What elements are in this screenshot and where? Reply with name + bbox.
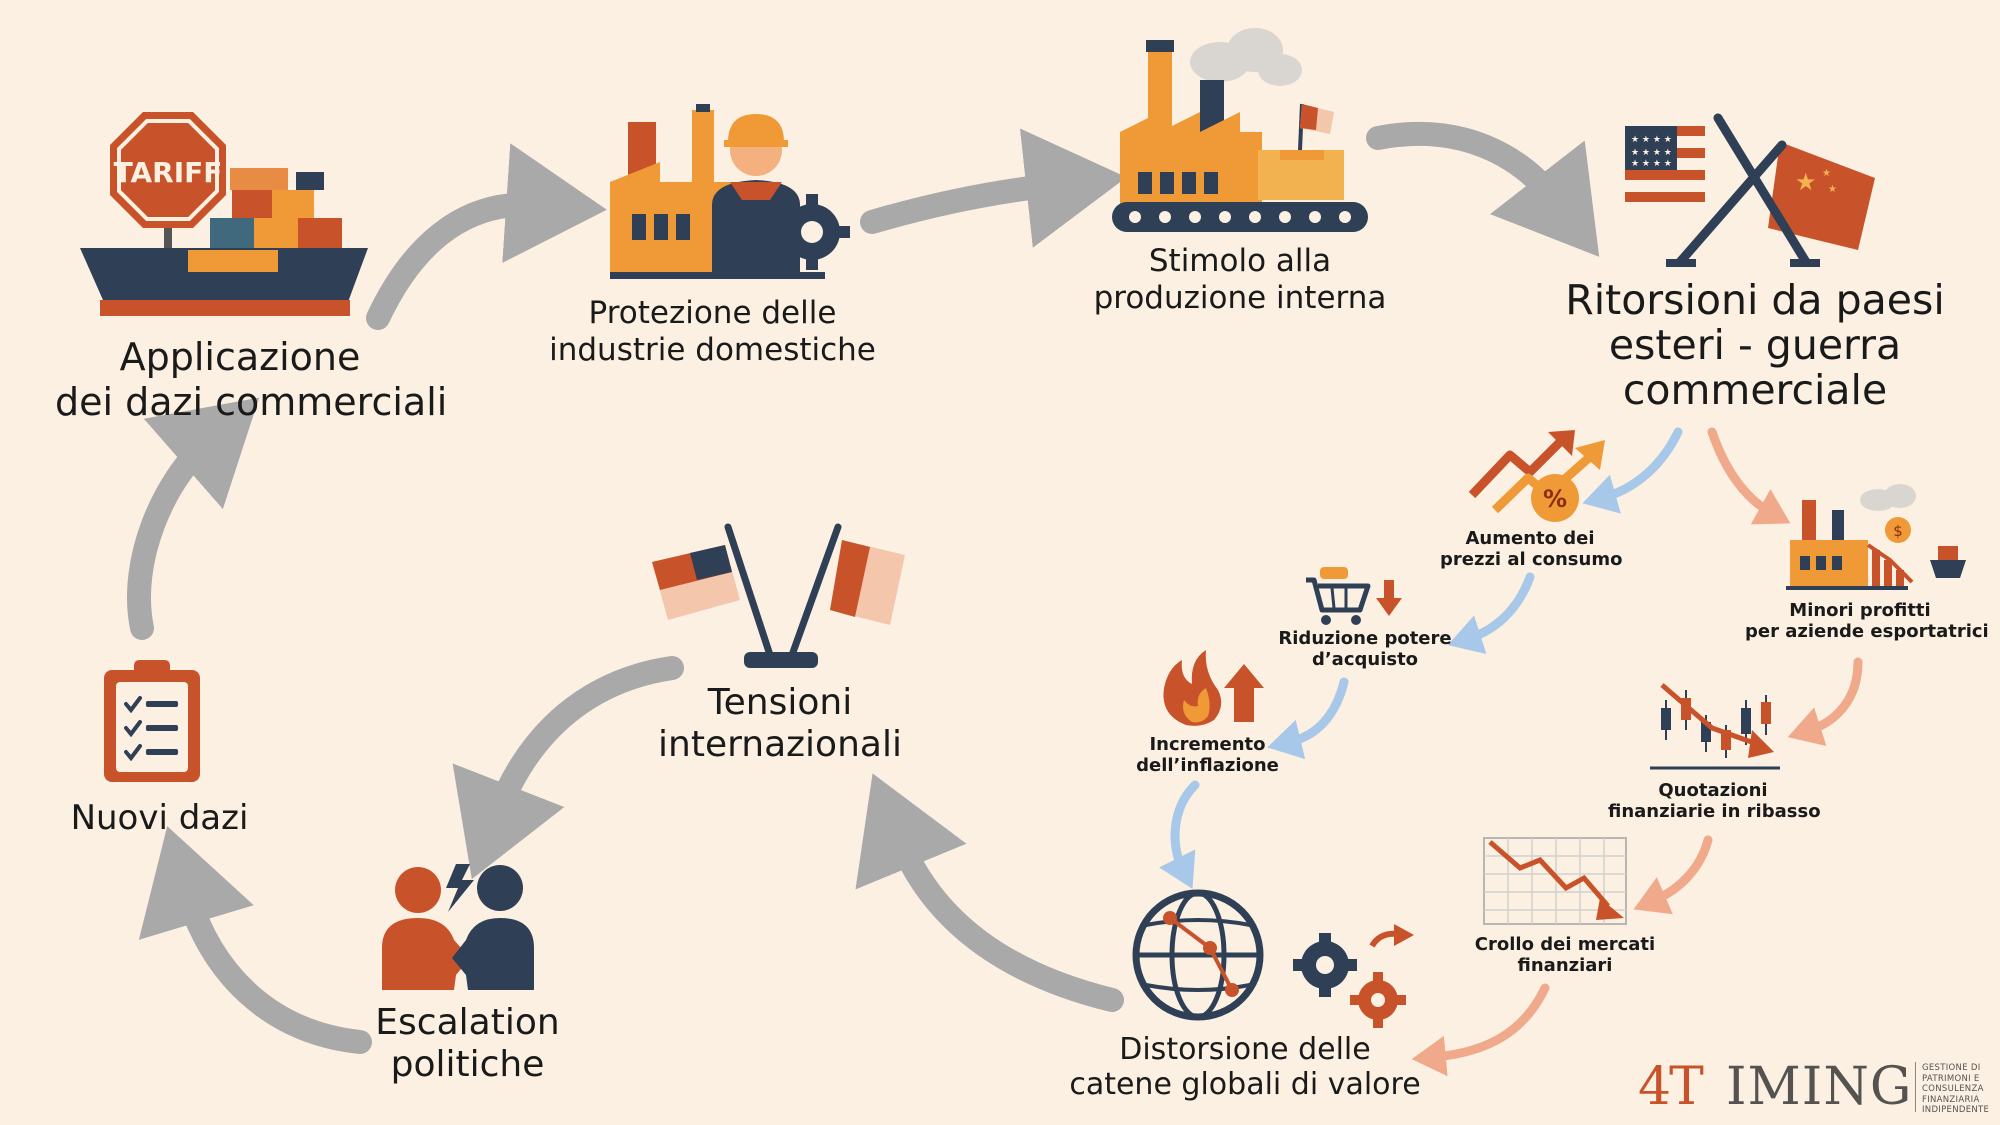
node-minori-line1: Minori profitti [1789,600,1931,621]
svg-text:★ ★ ★ ★: ★ ★ ★ ★ [1631,148,1672,158]
node-escalation-line1: Escalation [375,1002,560,1043]
arrow-riduzione-to-incremento [1267,677,1349,760]
node-incremento: Incremento dell’inflazione [1125,734,1290,776]
inflation-flame-icon [1163,650,1264,726]
node-tensioni-line2: internazionali [658,724,902,766]
svg-text:★: ★ [1822,168,1831,179]
logo-tagline-line2: PATRIMONI E [1922,1073,1980,1084]
node-escalation: Escalation politiche [350,1002,585,1087]
node-protezione-line2: industrie domestiche [549,331,876,368]
arrow-ritorsioni-to-minori [1707,427,1791,525]
node-distorsione-line1: Distorsione delle [1119,1032,1371,1067]
clipboard-checklist-icon [104,660,200,782]
node-incremento-line2: dell’inflazione [1136,755,1279,777]
node-crollo: Crollo dei mercati finanziari [1460,934,1670,976]
node-quotazioni-line1: Quotazioni [1658,780,1768,801]
node-escalation-line2: politiche [390,1044,545,1086]
node-riduzione-line2: d’acquisto [1311,649,1419,671]
candlestick-chart-icon [1650,683,1780,770]
arrow-quotazioni-to-crollo [1633,835,1713,915]
market-crash-chart-icon [1483,837,1627,925]
node-riduzione-line1: Riduzione potere [1278,628,1452,649]
arrow-crollo-to-distorsione [1411,983,1550,1077]
price-increase-icon: % [1468,430,1605,522]
svg-text:★: ★ [1795,168,1817,196]
logo-wordmark: IMING [1726,1057,1913,1117]
node-distorsione-line2: catene globali di valore [1069,1067,1421,1103]
arrow-tensioni-to-escalation [452,656,684,880]
node-aumento-line1: Aumento dei [1465,528,1595,549]
production-factory-icon [1112,28,1368,232]
node-ritorsioni-line1: Ritorsioni da paesi [1565,276,1945,324]
logo-tagline-line4: FINANZIARIA [1922,1094,1980,1105]
logo-tagline-line3: CONSULENZA [1922,1084,1984,1094]
arrow-protezione-to-stimolo [860,128,1127,248]
node-applicazione: Applicazione dei dazi commerciali [55,335,448,425]
arrow-aumento-to-riduzione [1447,572,1535,654]
node-nuovi-line1: Nuovi dazi [70,798,249,838]
dollar-symbol: $ [1893,522,1903,540]
escalation-people-icon [382,864,534,990]
cycle-arrows [127,121,1600,1054]
node-ritorsioni: Ritorsioni da paesi esteri - guerra comm… [1540,276,1970,415]
node-applicazione-line1: Applicazione [119,335,361,379]
node-protezione: Protezione delle industrie domestiche [540,295,885,368]
us-flag-icon: ★ ★ ★ ★ ★ ★ ★ ★ ★ ★ ★ ★ [1625,126,1705,214]
tension-flags-icon [652,523,905,668]
crossed-flags-icon: ★ ★ ★ ★ ★ ★ ★ ★ ★ ★ ★ ★ ★ ★ ★ [1625,113,1875,267]
arrow-distorsione-to-tensioni [855,773,1124,1012]
consumer-chain-arrows [1159,427,1683,889]
arrow-applicazione-to-protezione [366,143,607,330]
node-stimolo: Stimolo alla produzione interna [1080,243,1400,316]
node-quotazioni-line2: finanziarie in ribasso [1608,801,1821,823]
node-applicazione-line2: dei dazi commerciali [55,379,448,424]
node-tensioni-line1: Tensioni [707,682,853,723]
arrow-ritorsioni-to-aumento [1582,427,1683,514]
node-minori: Minori profitti per aziende esportatrici [1745,600,1989,643]
node-stimolo-line2: produzione interna [1093,279,1387,316]
tariff-sign-text: TARIFF [114,156,223,189]
arrow-stimolo-to-ritorsioni [1366,121,1600,257]
svg-text:★ ★ ★ ★: ★ ★ ★ ★ [1631,159,1672,169]
node-distorsione: Distorsione delle catene globali di valo… [1045,1032,1445,1103]
shopping-cart-icon [1306,567,1402,625]
node-nuovi: Nuovi dazi [62,798,257,838]
node-incremento-line1: Incremento [1149,734,1266,755]
svg-text:★ ★ ★ ★: ★ ★ ★ ★ [1631,135,1672,145]
logo-mark: 4T [1638,1057,1704,1117]
tariff-sign-icon: TARIFF [110,112,226,248]
node-protezione-line1: Protezione delle [588,295,837,331]
node-riduzione: Riduzione potere d’acquisto [1270,628,1460,670]
node-crollo-line2: finanziari [1517,955,1613,977]
node-crollo-line1: Crollo dei mercati [1474,934,1656,955]
percent-symbol: % [1543,485,1567,513]
svg-text:★: ★ [1828,184,1837,195]
cargo-ship-icon [80,168,368,316]
node-minori-line2: per aziende esportatrici [1745,621,1989,643]
arrow-nuovi-to-applicazione [127,397,260,640]
node-stimolo-line1: Stimolo alla [1148,243,1332,279]
arrow-escalation-to-nuovi [138,826,372,1054]
node-aumento-line2: prezzi al consumo [1440,549,1623,571]
node-tensioni: Tensioni internazionali [620,682,940,767]
logo-tagline: GESTIONE DI PATRIMONI E CONSULENZA FINAN… [1922,1063,1989,1116]
node-quotazioni: Quotazioni finanziarie in ribasso [1608,780,1821,823]
logo-divider [1915,1062,1916,1112]
logo-tagline-line1: GESTIONE DI [1922,1063,1981,1073]
node-ritorsioni-line3: commerciale [1622,366,1888,415]
global-supply-chain-icon [1132,889,1414,1028]
financial-chain-arrows [1411,427,1863,1077]
node-aumento: Aumento dei prezzi al consumo [1440,528,1623,571]
brand-logo: 4T IMING GESTIONE DI PATRIMONI E CONSULE… [1638,1057,1989,1117]
china-flag-icon: ★ ★ ★ [1768,142,1875,250]
arrow-incremento-to-distorsione [1159,780,1200,889]
export-profit-decline-icon: $ [1786,484,1966,590]
factory-worker-icon [610,104,850,279]
arrow-minori-to-quotazioni [1787,657,1863,746]
logo-tagline-line5: INDIPENDENTE [1922,1105,1990,1115]
node-ritorsioni-line2: esteri - guerra [1608,321,1902,370]
